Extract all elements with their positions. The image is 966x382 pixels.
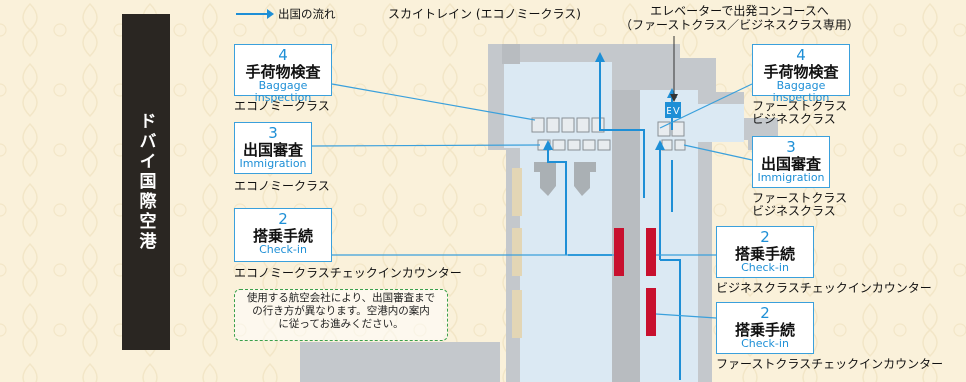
first-baggage-caption: ファーストクラス ビジネスクラス [752,99,848,127]
step-number: 2 [760,228,770,246]
step-title: 搭乗手続 [734,320,795,339]
first-immigration-caption: ファーストクラス ビジネスクラス [752,191,848,219]
checkin-counter-business [646,228,656,276]
step-title-en: Baggage inspection [254,79,312,105]
econ-checkin-box: 2 搭乗手続 Check-in [234,208,332,262]
econ-immigration-booth [597,139,611,151]
notice-line: に従ってお進みください。 [278,318,404,331]
wall-block [512,228,522,276]
elevator-label-line2: （ファーストクラス／ビジネスクラス専用） [620,18,859,33]
econ-checkin-caption: エコノミークラスチェックインカウンター [234,266,462,280]
flow-arrow [660,259,681,380]
step-number: 3 [786,138,796,156]
econ-baggage-lane [561,117,575,133]
step-number: 2 [278,210,288,228]
econ-immigration-caption: エコノミークラス [234,179,330,193]
step-number: 3 [268,124,278,142]
caption-line: ビジネスクラス [752,204,836,219]
pointer-line [659,83,753,129]
caption-line: ファーストクラス [752,191,848,205]
econ-baggage-box: 4 手荷物検査 Baggage inspection [234,44,332,104]
step-title: 出国審査 [760,154,821,173]
legend: 出国の流れ [236,6,336,22]
econ-immigration-box: 3 出国審査 Immigration [234,122,312,174]
step-number: 4 [796,46,806,64]
step-title-en: Immigration [757,171,825,184]
skytrain-label: スカイトレイン (エコノミークラス) [388,7,581,21]
step-title-en: Baggage inspection [772,79,830,105]
step-title: 出国審査 [242,140,303,159]
ev-text: EV [666,106,680,117]
pointer-line [311,144,541,147]
step-number: 4 [278,46,288,64]
step-title: 搭乗手続 [252,226,313,245]
step-title-en: Check-in [259,243,307,256]
checkin-counter-econ [614,228,624,276]
notice-line: 使用する航空会社により、出国審査まで [246,292,436,304]
flow-arrow [547,150,567,255]
funnel-right [574,162,596,196]
wall-block [502,44,520,64]
first-baggage-lane [657,121,671,137]
step-title: 搭乗手続 [734,244,795,263]
caption-line: ビジネスクラス [752,112,836,127]
first-baggage-lane [671,121,685,137]
sidebar-title-panel: ドバイ国際空港 [122,14,170,350]
airline-notice: 使用する航空会社により、出国審査まで の行き方が異なります。空港内の案内 に従っ… [234,289,448,341]
biz-checkin-caption: ビジネスクラスチェックインカウンター [716,281,932,295]
elevator-label: エレベーターで出発コンコースへ （ファーストクラス／ビジネスクラス専用） [620,4,859,33]
floor-upper [504,62,612,148]
wall-block [512,290,522,338]
floor-right-upper [640,104,744,142]
first-baggage-box: 4 手荷物検査 Baggage inspection [752,44,850,104]
elevator-label-line1: エレベーターで出発コンコースへ [650,4,829,18]
wall-block [512,168,522,216]
step-title: 手荷物検査 [245,62,321,81]
legend-label: 出国の流れ [278,7,336,21]
notice-line: の行き方が異なります。空港内の案内 [252,305,430,318]
step-title-en: Immigration [239,157,307,170]
first-immigration-box: 3 出国審査 Immigration [752,136,830,188]
caption-line: ファーストクラス [752,99,848,113]
step-title-en: Check-in [741,261,789,274]
pointer-line [655,313,717,319]
pointer-line [683,144,753,161]
econ-baggage-lane [576,117,590,133]
econ-baggage-lane [531,117,545,133]
first-checkin-box: 2 搭乗手続 Check-in [716,302,814,354]
econ-immigration-booth [582,139,596,151]
airport-name: ドバイ国際空港 [135,112,156,252]
funnel-left [534,162,556,196]
econ-baggage-lane [546,117,560,133]
econ-immigration-booth [567,139,581,151]
step-number: 2 [760,304,770,322]
first-checkin-caption: ファーストクラスチェックインカウンター [716,357,944,371]
flow-arrow [599,62,645,198]
biz-checkin-box: 2 搭乗手続 Check-in [716,226,814,278]
step-title: 手荷物検査 [763,62,839,81]
step-title-en: Check-in [741,337,789,350]
wall-block [300,342,500,382]
econ-baggage-caption: エコノミークラス [234,99,330,113]
pointer-line [331,83,536,121]
first-immigration-booth [674,139,686,151]
econ-immigration-booth [552,139,566,151]
checkin-counter-first [646,288,656,336]
flow-arrow-icon [236,9,274,19]
